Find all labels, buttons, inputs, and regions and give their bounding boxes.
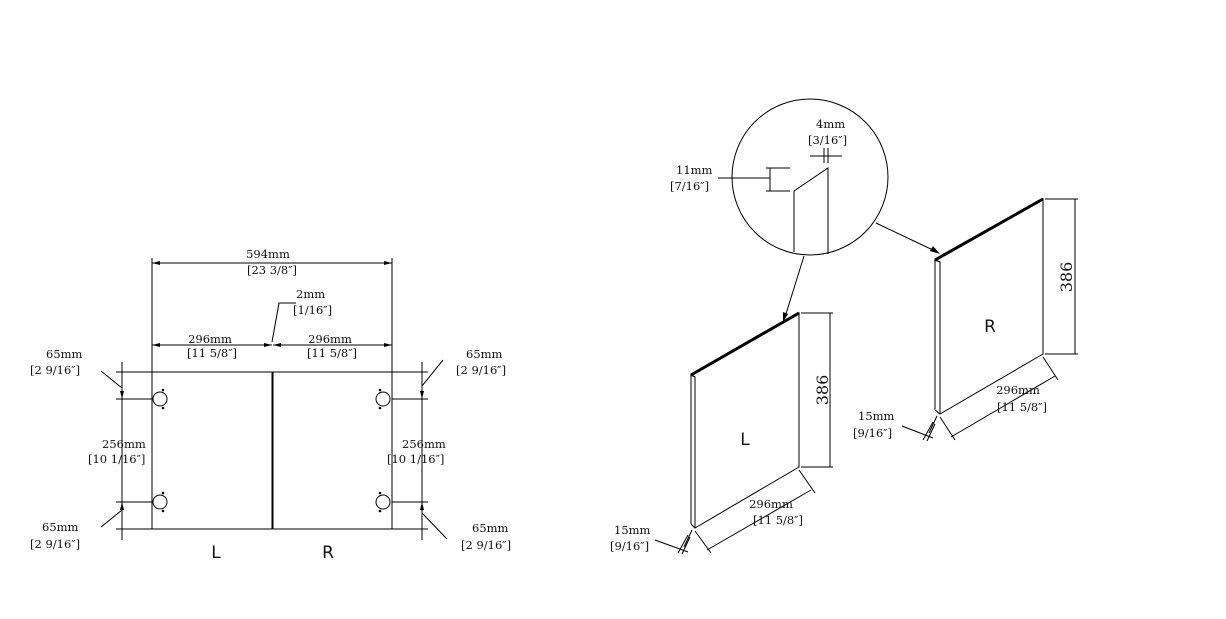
panel-r-iso: R 386 296mm [11 5/8″] 15mm [9/16″] (853, 197, 1078, 442)
right-vertical-dimensions (392, 359, 448, 540)
overall-width-inch: [23 3/8″] (247, 263, 297, 277)
detail-edge-mm: 4mm (816, 117, 845, 131)
left-door-label: L (211, 543, 221, 563)
left-width-inch: [11 5/8″] (187, 346, 237, 360)
detail-edge-inch: [3/16″] (808, 133, 847, 147)
left-door-outline (151, 371, 273, 530)
panel-l-iso: L 386 296mm [11 5/8″] 15mm [9/16″] (610, 311, 833, 555)
overall-width-dimension: 594mm [23 3/8″] (151, 247, 393, 372)
panel-l-width-inch: [11 5/8″] (753, 513, 803, 527)
right-width-inch: [11 5/8″] (307, 346, 357, 360)
top-right-offset-mm: 65mm (466, 347, 503, 361)
right-width-dimension: 296mm [11 5/8″] (273, 332, 392, 360)
panel-l-height: 386 (813, 375, 832, 406)
front-view: 594mm [23 3/8″] 2mm [1/16″] 296mm [11 5/… (30, 247, 511, 563)
panel-r-height: 386 (1057, 262, 1076, 293)
top-right-offset-inch: [2 9/16″] (456, 363, 506, 377)
panel-r-label: R (984, 317, 996, 337)
panel-r-width-inch: [11 5/8″] (997, 400, 1047, 414)
gap-mm: 2mm (296, 287, 325, 301)
panel-l-thickness-mm: 15mm (614, 523, 651, 537)
right-door-outline (272, 371, 393, 530)
left-hinge-spacing-inch: [10 1/16″] (88, 452, 145, 466)
top-left-offset-inch: [2 9/16″] (30, 363, 80, 377)
gap-callout: 2mm [1/16″] (271, 287, 332, 343)
detail-chamfer-inch: [7/16″] (670, 179, 709, 193)
panel-r-thickness-mm: 15mm (858, 409, 895, 423)
right-hinge-spacing-mm: 256mm (402, 437, 446, 451)
right-width-mm: 296mm (308, 332, 352, 346)
panel-r-thickness-inch: [9/16″] (853, 426, 892, 440)
bottom-left-offset-inch: [2 9/16″] (30, 537, 80, 551)
hinge-cup-icon (375, 388, 391, 410)
right-hinge-spacing-inch: [10 1/16″] (387, 452, 444, 466)
overall-width-mm: 594mm (246, 247, 290, 261)
hinge-cup-icon (152, 388, 168, 410)
hinge-cup-icon (152, 491, 168, 513)
panel-l-thickness-inch: [9/16″] (610, 539, 649, 553)
right-door-label: R (322, 543, 334, 563)
detail-view: 4mm [3/16″] 11mm [7/16″] (670, 98, 940, 322)
detail-circle (731, 98, 889, 256)
left-vertical-dimensions (100, 362, 152, 540)
top-left-offset-mm: 65mm (46, 347, 83, 361)
bottom-left-offset-mm: 65mm (42, 520, 79, 534)
left-hinge-spacing-mm: 256mm (102, 437, 146, 451)
bottom-right-offset-inch: [2 9/16″] (461, 538, 511, 552)
bottom-right-offset-mm: 65mm (472, 521, 509, 535)
panel-l-width-mm: 296mm (749, 497, 793, 511)
panel-l-label: L (740, 430, 750, 450)
left-width-dimension: 296mm [11 5/8″] (152, 332, 272, 360)
detail-chamfer-mm: 11mm (676, 163, 713, 177)
left-width-mm: 296mm (188, 332, 232, 346)
hinge-cup-icon (375, 491, 391, 513)
gap-inch: [1/16″] (293, 303, 332, 317)
panel-r-width-mm: 296mm (996, 383, 1040, 397)
